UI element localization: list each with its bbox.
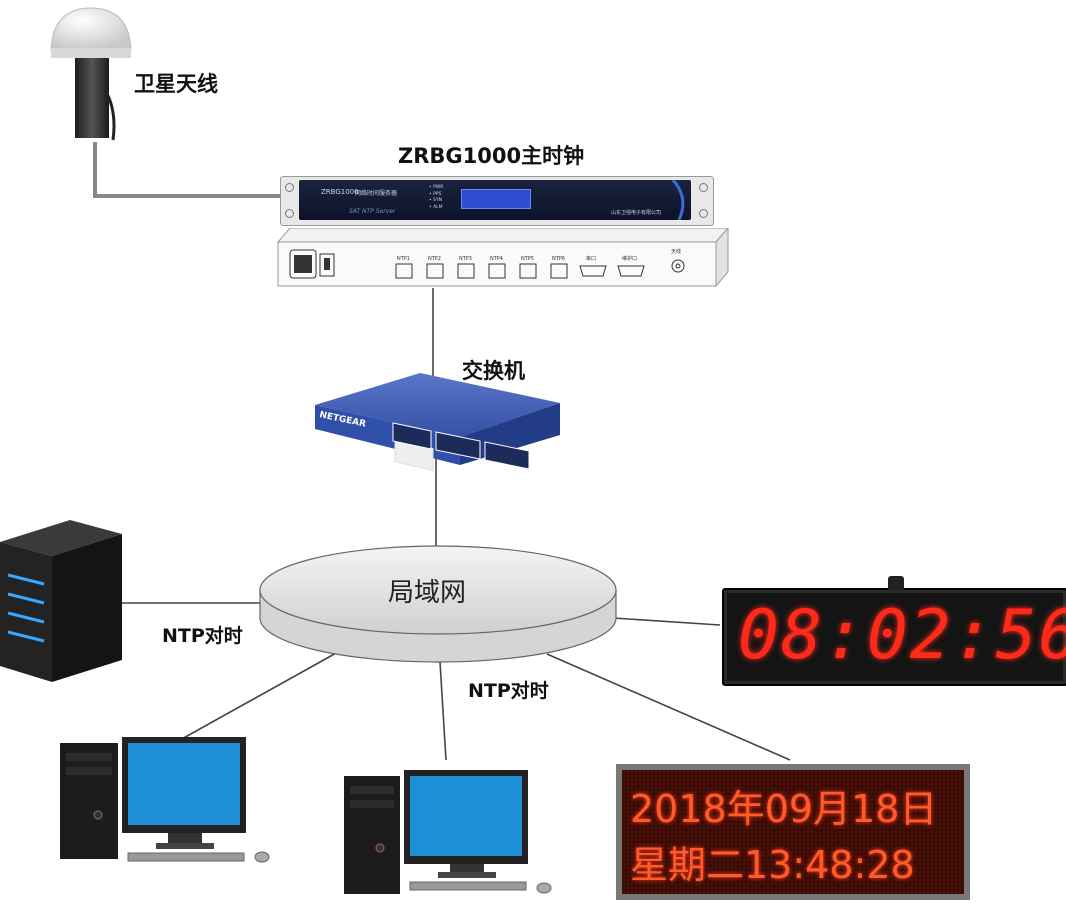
antenna-label: 卫星天线 [134,72,218,96]
master-clock-label: ZRBG1000主时钟 [398,144,585,168]
network-switch: NETGEAR [315,373,560,472]
rack-ear-right [699,183,708,192]
panel-swoosh [671,180,685,220]
lan-to-pc1-line [179,651,339,741]
master-clock-rear-panel: NTP1 NTP2 NTP3 NTP4 NTP5 NTP6 串口 维护口 天线 [276,228,729,288]
rack-ear-left-bottom [285,209,294,218]
port-label-maintenance: 维护口 [622,255,637,262]
lan-to-ledclock-line [612,617,721,626]
rack-ear-right-bottom [699,209,708,218]
antenna-cable [93,142,283,198]
port-label-ntp2: NTP2 [428,256,441,262]
server-text: SAT NTP Server [349,208,396,215]
ntp-label-center: NTP对时 [468,680,549,702]
port-label-ntp3: NTP3 [459,256,472,262]
lan-to-leddisplay-line [546,653,791,761]
master-clock-front-panel: ZRBG1000 网络时间服务器 SAT NTP Server • PWR • … [280,176,714,226]
clock-top-knob [888,576,904,590]
led-wall-clock: 08:02:56 [722,576,1066,686]
rack-server [0,520,122,682]
led-date-line: 2018年09月18日 [630,787,938,831]
led-clock-time: 08:02:56 [738,596,1066,675]
indicator-syn: • SYN [429,198,443,203]
desktop-computer-1 [60,737,270,863]
port-label-serial: 串口 [586,256,596,262]
switch-port-block [392,422,530,470]
port-label-ntp1: NTP1 [397,256,410,262]
desktop-computer-2 [344,770,552,894]
indicator-pps: • PPS [429,191,442,197]
lan-label: 局域网 [388,578,467,608]
port-label-antenna: 天线 [671,248,681,255]
lan-to-pc2-line [439,661,447,761]
subtitle-text: 网络时间服务器 [355,190,398,197]
lcd-display [461,189,531,209]
company-text: 山东卫强电子有限公司 [611,210,662,216]
switch-label: 交换机 [462,359,525,383]
port-label-ntp6: NTP6 [552,256,565,262]
port-label-ntp4: NTP4 [490,256,503,262]
led-weekday-time-line: 星期二13:48:28 [630,843,915,887]
ntp-label-left: NTP对时 [162,625,243,647]
front-panel-body: ZRBG1000 网络时间服务器 SAT NTP Server • PWR • … [299,180,691,220]
indicator-pwr: • PWR [429,185,444,190]
rack-ear-left [285,183,294,192]
indicator-list: • PWR • PPS • SYN • ALM [429,185,443,211]
lan-cylinder [259,545,617,663]
port-label-ntp5: NTP5 [521,256,534,262]
satellite-antenna [50,7,132,141]
indicator-alm: • ALM [429,204,443,210]
model-text: ZRBG1000 [321,188,359,196]
led-date-display: 2018年09月18日 星期二13:48:28 [616,764,970,900]
